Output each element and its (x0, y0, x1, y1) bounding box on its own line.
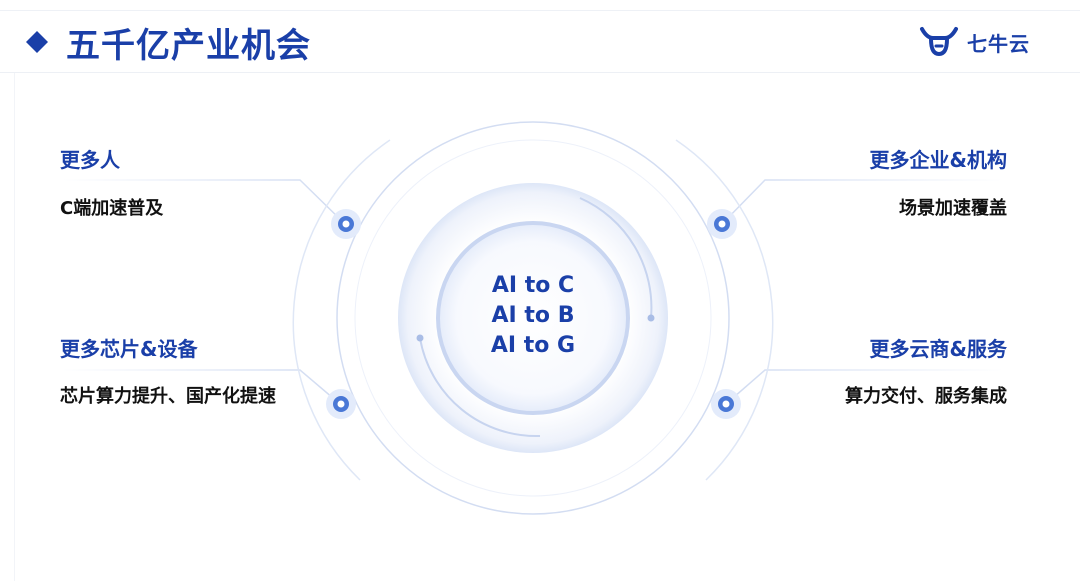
node-top-right (707, 209, 737, 239)
center-line-b: AI to B (491, 303, 575, 328)
block-text-people: C端加速普及 (60, 198, 164, 219)
top-divider (0, 10, 1080, 11)
node-bottom-right (711, 389, 741, 419)
block-text-chips: 芯片算力提升、国产化提速 (60, 386, 276, 407)
inner-disk (436, 221, 630, 415)
block-title-chips: 更多芯片&设备 (60, 337, 198, 361)
block-title-cloud: 更多云商&服务 (869, 337, 1007, 361)
block-title-enterprises: 更多企业&机构 (869, 148, 1007, 172)
center-labels: AI to C AI to B AI to G (443, 271, 623, 361)
block-text-enterprises: 场景加速覆盖 (899, 198, 1007, 219)
qiniu-bull-icon (920, 27, 958, 57)
outer-rings (292, 121, 774, 515)
block-text-cloud: 算力交付、服务集成 (845, 386, 1007, 407)
left-guide-line (14, 73, 15, 581)
diamond-icon (26, 31, 48, 53)
block-title-people: 更多人 (60, 148, 120, 172)
page-title: 五千亿产业机会 (66, 25, 311, 66)
brand-logo: 七牛云 (919, 24, 1030, 60)
header-divider (0, 72, 1080, 73)
inner-arcs (416, 197, 655, 438)
logo-text: 七牛云 (967, 31, 1030, 56)
center-line-g: AI to G (490, 333, 576, 358)
center-line-c: AI to C (491, 273, 575, 298)
connector-lines (60, 179, 1005, 405)
node-top-left (331, 209, 361, 239)
node-bottom-left (326, 389, 356, 419)
page-header: 五千亿产业机会 (26, 20, 311, 66)
